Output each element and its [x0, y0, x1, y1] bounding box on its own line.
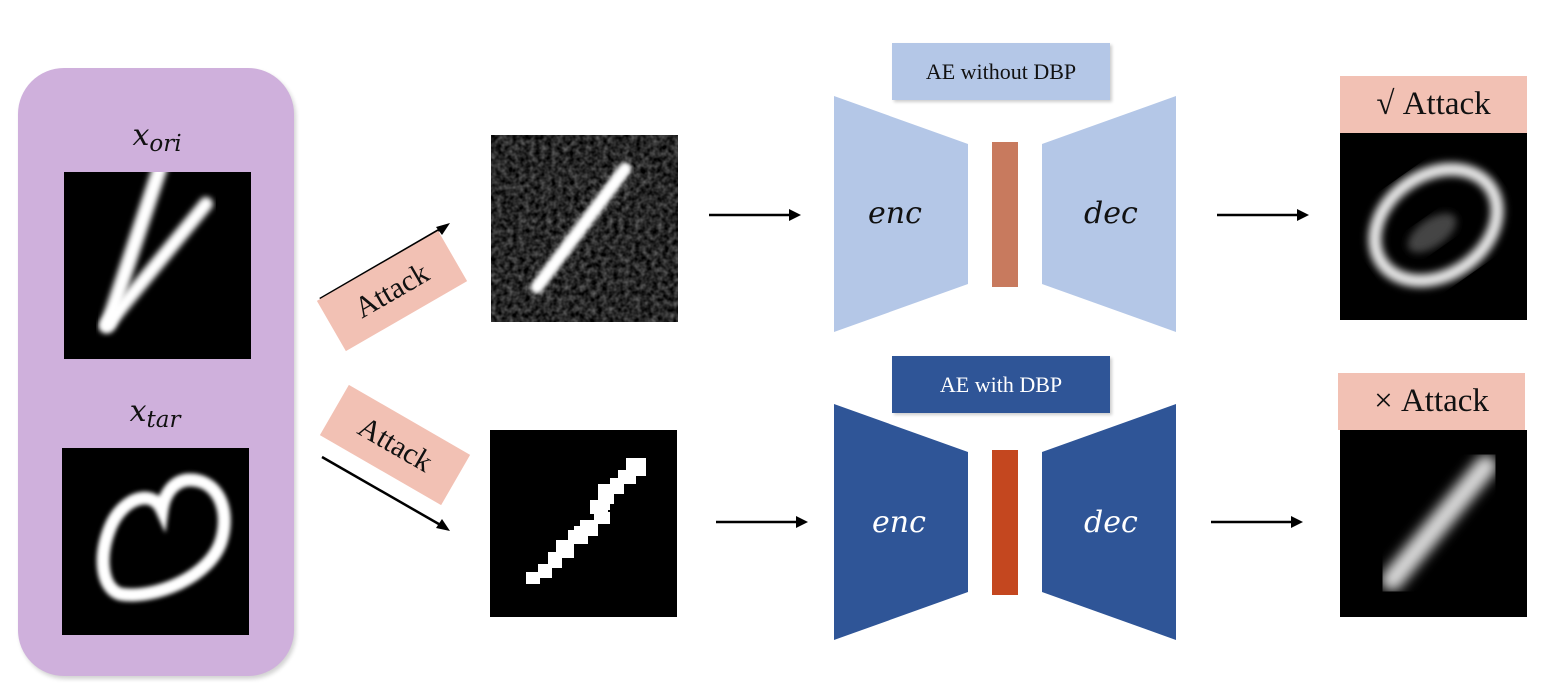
encoder-block	[834, 404, 968, 640]
decoder-block	[1042, 404, 1176, 640]
reconstructed-image-top	[1340, 133, 1527, 320]
arrow-right-icon	[1211, 516, 1303, 528]
result-tag-bottom: × Attack	[1338, 373, 1525, 430]
target-digit-image	[62, 448, 249, 635]
bottleneck-bar	[992, 142, 1018, 287]
bottleneck-bar	[992, 450, 1018, 595]
result-tag-top: √ Attack	[1340, 76, 1527, 133]
ae-with-dbp-diagram	[834, 404, 1176, 640]
arrow-diagonal-icon	[321, 455, 445, 529]
target-image-label: xtar	[129, 394, 181, 433]
original-image-label: xori	[132, 118, 182, 157]
ae-without-dbp-diagram	[834, 96, 1176, 332]
ae-with-dbp-title: AE with DBP	[892, 356, 1110, 413]
decoder-label-bottom: dec	[1084, 505, 1138, 540]
adversarial-image-bottom	[490, 430, 677, 617]
encoder-block	[834, 96, 968, 332]
encoder-label-bottom: enc	[872, 505, 926, 540]
encoder-label-top: enc	[868, 196, 922, 231]
ae-without-dbp-title: AE without DBP	[892, 43, 1110, 100]
decoder-block	[1042, 96, 1176, 332]
decoder-label-top: dec	[1084, 196, 1138, 231]
original-digit-image	[64, 172, 251, 359]
arrow-right-icon	[1217, 209, 1309, 221]
adversarial-image-top	[491, 135, 678, 322]
arrow-right-icon	[709, 209, 801, 221]
reconstructed-image-bottom	[1340, 430, 1527, 617]
arrow-right-icon	[716, 516, 808, 528]
